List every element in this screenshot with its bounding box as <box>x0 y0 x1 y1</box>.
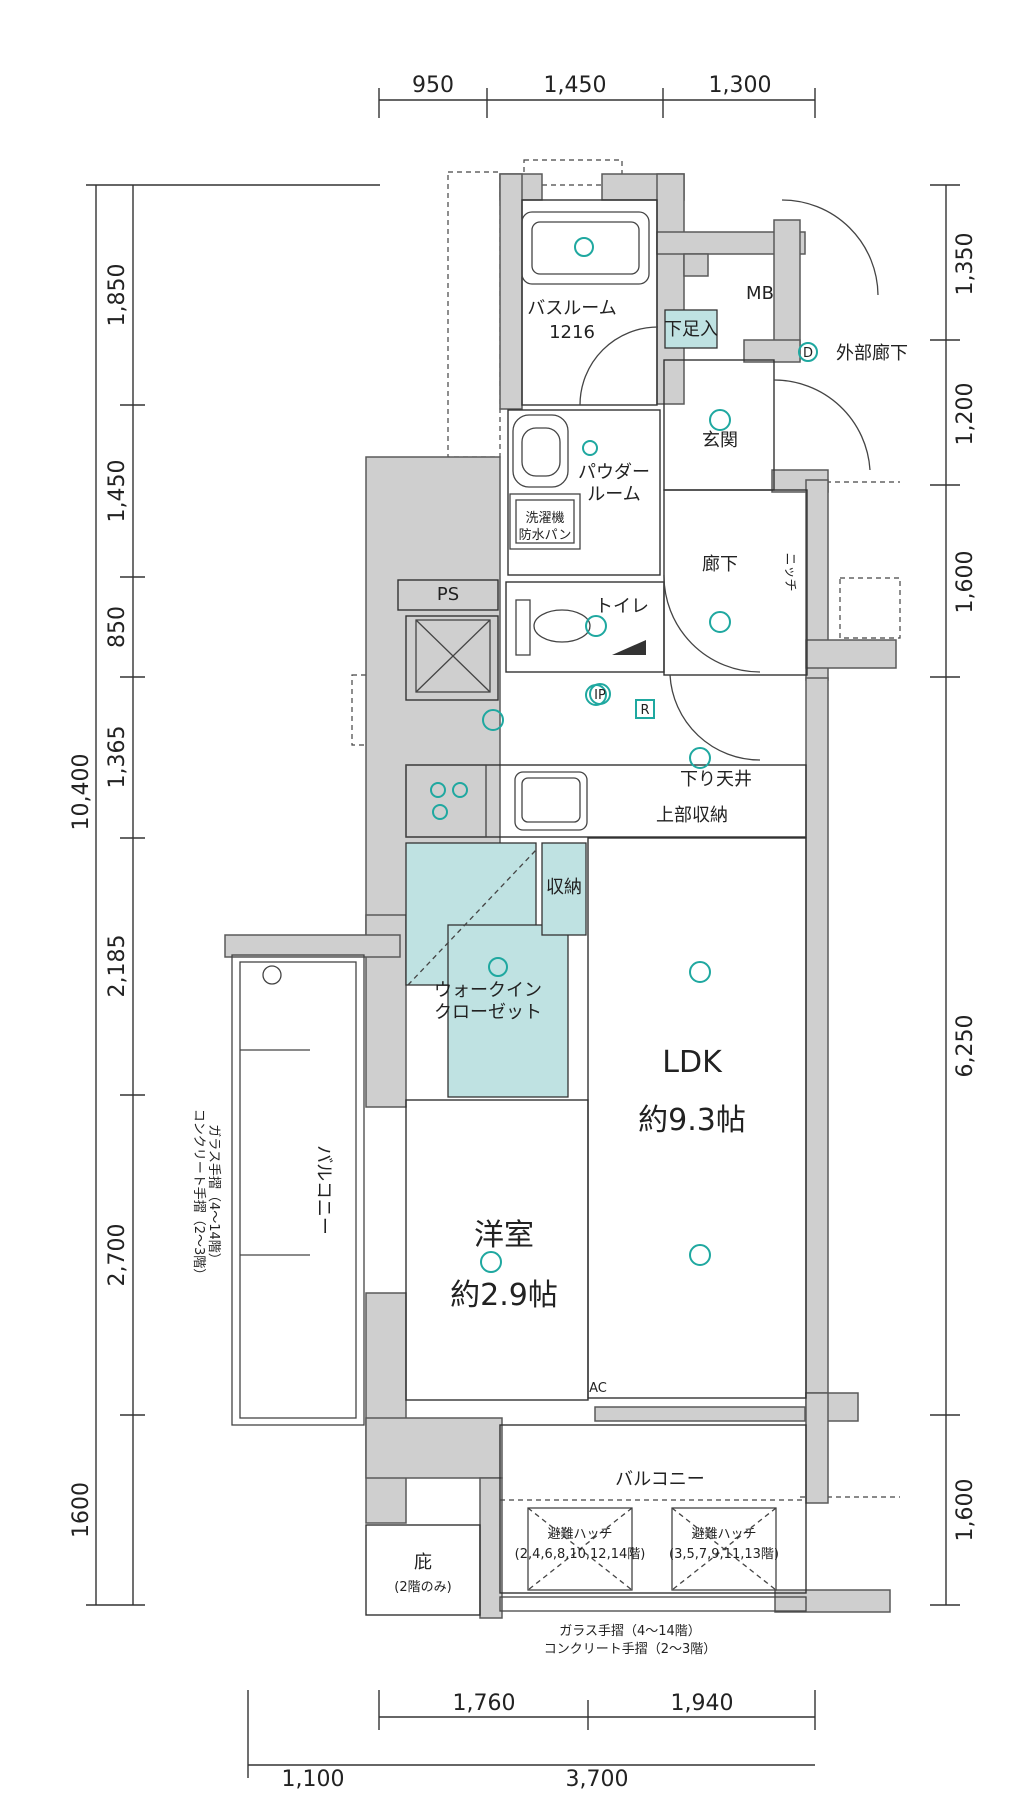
bathroom-label: バスルーム <box>527 298 616 319</box>
outer-corridor-label: 外部廊下 <box>836 343 908 364</box>
wall-balcony-bottom <box>365 1417 503 1479</box>
right-dim-1: 1,350 <box>953 233 978 296</box>
right-dim-3: 1,600 <box>953 551 978 614</box>
washer-pan <box>509 493 581 550</box>
side-balcony <box>231 954 365 1426</box>
r-marker-box <box>635 699 655 719</box>
wall-bottom-rail <box>774 1589 891 1613</box>
left-dim-6: 2,700 <box>105 1224 130 1287</box>
ac-marker-label: AC <box>589 1381 607 1396</box>
shoe-storage-box <box>664 309 718 349</box>
wall-mb-right <box>773 219 801 361</box>
western-room-size-label: 約2.9帖 <box>450 1278 558 1313</box>
outer-corridor-marker <box>798 342 818 362</box>
hallway-label: 廊下 <box>702 554 738 575</box>
wall-mb-bottom <box>743 339 801 363</box>
walk-in-closet <box>405 842 587 1098</box>
storage-label: 収納 <box>546 877 582 898</box>
entrance-label: 玄関 <box>702 430 738 451</box>
ldk-size-label: 約9.3帖 <box>638 1103 746 1138</box>
left-dim-3: 850 <box>105 606 130 648</box>
entry-door-2 <box>773 379 871 471</box>
wall-right-c <box>805 677 829 1399</box>
shaft-box <box>415 619 491 693</box>
outer-corridor-marker-label: D <box>803 346 813 361</box>
garden-note-label: (2階のみ) <box>394 1580 451 1595</box>
hatch-1-floors: (2,4,6,8,10,12,14階) <box>515 1547 646 1562</box>
left-dim-4: 1,365 <box>105 726 130 789</box>
ldk-label: LDK <box>662 1045 723 1080</box>
hall-door <box>663 574 761 673</box>
left-dim-5: 2,185 <box>105 935 130 998</box>
bottom-dimension-group: 1,760 1,940 1,100 3,700 <box>247 1690 816 1792</box>
ldk-door <box>669 674 761 761</box>
hatch-1-title: 避難ハッチ <box>547 1527 612 1542</box>
wall-bath-left <box>499 173 523 410</box>
wall-balcony-top <box>224 934 401 958</box>
wall-shoe <box>683 253 709 277</box>
shoe-storage-label: 下足入 <box>664 319 718 340</box>
wall-lower-left <box>479 1477 503 1619</box>
kitchen <box>405 764 588 838</box>
bottom-dim-4: 3,700 <box>566 1767 629 1792</box>
bottom-dim-3: 1,100 <box>282 1767 345 1792</box>
washer-label-1: 洗濯機 <box>525 511 564 526</box>
left-dimension-group: 1,850 1,450 850 1,365 2,185 2,700 1600 1… <box>69 184 380 1606</box>
ip-label: IP <box>594 688 606 703</box>
bathtub <box>521 211 650 285</box>
upper-storage-label: 上部収納 <box>656 805 728 826</box>
powder-room-label-1: パウダー <box>578 462 650 483</box>
hatch-2-floors: (3,5,7,9,11,13階) <box>669 1547 779 1562</box>
western-room-label: 洋室 <box>474 1218 534 1253</box>
wall-right-e <box>805 1392 829 1504</box>
right-dimension-group: 1,350 1,200 1,600 6,250 1,600 <box>930 184 978 1606</box>
bathroom-size-label: 1216 <box>549 322 595 343</box>
bottom-rail-note-1: ガラス手摺（4～14階） <box>559 1624 701 1639</box>
right-dim-5: 1,600 <box>953 1479 978 1542</box>
room-outlines <box>365 199 808 1616</box>
top-dim-1: 950 <box>412 73 454 98</box>
side-rail-note-1: ガラス手摺（4～14階） <box>206 1124 221 1266</box>
left-dim-1: 1,850 <box>105 264 130 327</box>
bottom-balcony-label: バルコニー <box>615 1469 705 1490</box>
wall-left-lower <box>365 1292 407 1524</box>
lowered-ceiling-label: 下り天井 <box>680 769 752 790</box>
garden-label: 庇 <box>414 1552 432 1573</box>
mb-label: MB <box>746 283 774 304</box>
walkin-label-1: ウォークイン <box>434 980 542 1001</box>
vanity <box>512 414 598 488</box>
top-dim-2: 1,450 <box>544 73 607 98</box>
bottom-rail-note-2: コンクリート手摺（2～3階） <box>544 1642 717 1657</box>
top-dimension-group: 950 1,450 1,300 <box>378 73 816 118</box>
stairs-mark <box>612 640 646 655</box>
ps-label: PS <box>437 584 459 605</box>
light-markers <box>480 409 731 1273</box>
toilet-label: トイレ <box>595 596 649 617</box>
walkin-label-2: クローゼット <box>434 1002 542 1023</box>
bottom-dim-1: 1,760 <box>453 1691 516 1716</box>
side-rail-note-2: コンクリート手摺（2～3階） <box>191 1109 206 1282</box>
toilet-fixture <box>515 599 646 656</box>
right-dim-2: 1,200 <box>953 383 978 446</box>
top-dim-3: 1,300 <box>709 73 772 98</box>
bottom-balcony <box>499 1499 807 1612</box>
wall-bath-right <box>656 173 685 405</box>
niche-label: ニッチ <box>782 552 797 591</box>
hatch-2-title: 避難ハッチ <box>691 1527 756 1542</box>
powder-room-label-2: ルーム <box>587 484 640 505</box>
bath-door <box>579 326 659 406</box>
washer-label-2: 防水パン <box>519 527 572 543</box>
r-marker-label: R <box>640 703 649 718</box>
wall-ldk-bottom <box>594 1406 806 1422</box>
ip-marker <box>589 683 611 705</box>
left-dim-2: 1,450 <box>105 460 130 523</box>
wall-right-b <box>805 639 897 669</box>
entry-door <box>781 199 879 296</box>
bottom-dim-2: 1,940 <box>671 1691 734 1716</box>
left-dim-7: 1600 <box>69 1482 94 1538</box>
side-balcony-label: バルコニー <box>313 1145 334 1235</box>
right-dim-4: 6,250 <box>953 1015 978 1078</box>
left-dim-total: 10,400 <box>69 754 94 831</box>
